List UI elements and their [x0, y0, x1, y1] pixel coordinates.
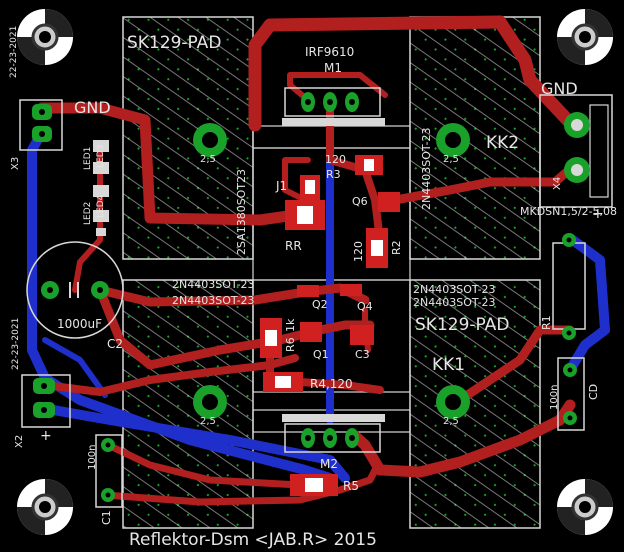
c2-capacitor [26, 241, 124, 339]
r1-label: R1 [540, 315, 553, 330]
m1-part-label: IRF9610 [305, 45, 354, 59]
q6-transistor [378, 192, 400, 212]
gnd-left-label: GND [74, 98, 111, 117]
hs-top-left-label: SK129-PAD [127, 33, 221, 53]
kk1-label: KK1 [432, 355, 465, 375]
c1-label: C1 [100, 510, 113, 525]
q1-label: Q1 [313, 348, 329, 361]
hs-tr-part: 2N4403SOT-23 [420, 127, 433, 210]
x2-plus-label: + [40, 428, 52, 444]
c3-label: C3 [355, 348, 370, 361]
r5-resistor [290, 474, 338, 496]
led1-label: LED1 [83, 147, 93, 170]
hs-br-hole-label: 2,5 [443, 416, 459, 427]
mounting-holes [17, 9, 613, 535]
x4-label: X4 [552, 177, 563, 190]
r3-label: R3 [326, 168, 341, 181]
gnd-right-label: GND [541, 79, 578, 98]
hs-tl-part: 2SA1380SOT23 [235, 169, 248, 255]
led-array [93, 140, 109, 236]
r1-resistor [552, 233, 586, 340]
heatsink-pad-tl-icon [193, 123, 227, 157]
x4-part-label: MKDSN1,5/2-5,08 [520, 205, 617, 218]
led4-label: LED4 [96, 194, 106, 218]
x2-label: X2 [14, 435, 25, 448]
rr-resistor [285, 200, 325, 230]
x4-plus-label: + [592, 206, 604, 222]
mounting-hole-br-icon [557, 479, 613, 535]
silkscreen-labels: SK129-PAD SK129-PAD KK2 KK1 2,5 2,5 2,5 … [9, 26, 617, 550]
x3-part-label: 22-23-2021 [9, 26, 19, 78]
top-copper-traces [36, 15, 582, 506]
kk2-label: KK2 [486, 133, 519, 153]
c2-label: C2 [107, 337, 123, 351]
cd-capacitor [557, 357, 585, 431]
q2-part-a: 2N4403SOT-23 [172, 278, 255, 291]
smd-parts [260, 155, 400, 496]
m1-footprint [282, 87, 385, 126]
cd-value-label: 100n [549, 385, 560, 410]
r4-label: R4,120 [310, 377, 353, 391]
hs-bl-hole-label: 2,5 [200, 416, 216, 427]
c2-value-label: 1000uF [57, 317, 102, 331]
r3-resistor [355, 155, 383, 175]
cd-label: CD [587, 384, 600, 400]
r6-label: R6 [284, 337, 297, 352]
m1-name-label: M1 [324, 61, 342, 75]
r3-value-label: 120 [325, 153, 346, 166]
r4-resistor [263, 372, 303, 392]
heatsink-bottom-left [122, 279, 254, 529]
c1-value-label: 100n [87, 445, 98, 470]
c1-capacitor [95, 434, 123, 508]
x2-connector [21, 374, 71, 428]
hs-tr-hole-label: 2,5 [443, 154, 459, 165]
mounting-hole-tl-icon [17, 9, 73, 65]
r2-resistor [366, 228, 388, 268]
rr-label: RR [285, 239, 302, 253]
r2-value-label: 120 [352, 241, 365, 262]
j1-jumper [300, 175, 320, 200]
footer-label: Reflektor-Dsm <JAB.R> 2015 [129, 530, 377, 550]
r5-label: R5 [343, 479, 359, 493]
led2-label: LED2 [83, 202, 93, 225]
q4-part-a: 2N4403SOT-23 [413, 283, 496, 296]
mounting-hole-bl-icon [17, 479, 73, 535]
x2-part-label: 22-23-2021 [11, 318, 21, 370]
x3-connector [19, 99, 63, 151]
heatsink-pad-tr-icon [436, 123, 470, 157]
q4-label: Q4 [357, 300, 373, 313]
q4-part-b: 2N4403SOT-23 [413, 296, 496, 309]
q2-transistor [297, 285, 319, 297]
heatsink-pad-bl-icon [193, 385, 227, 419]
heatsink-bottom-right [409, 279, 541, 529]
m2-name-label: M2 [320, 457, 338, 471]
mounting-hole-tr-icon [557, 9, 613, 65]
r6-value-label: 1k [284, 318, 297, 332]
q6-label: Q6 [352, 195, 368, 208]
m2-footprint [282, 414, 385, 453]
j1-label: J1 [275, 179, 287, 193]
r2-label: R2 [390, 240, 403, 255]
heatsink-pad-br-icon [436, 385, 470, 419]
c3-capacitor [350, 325, 374, 345]
heatsink-pads [193, 123, 470, 419]
x3-label: X3 [10, 157, 21, 170]
r6-resistor [260, 318, 282, 358]
hs-bottom-right-label: SK129-PAD [415, 315, 509, 335]
q2-part-b: 2N4403SOT-23 [172, 294, 255, 307]
q2-label: Q2 [312, 298, 328, 311]
hs-tl-hole-label: 2,5 [200, 154, 216, 165]
q1-transistor [300, 322, 322, 342]
q4-transistor [340, 284, 362, 296]
x4-connector [539, 94, 613, 208]
led3-label: LED3 [96, 145, 106, 168]
